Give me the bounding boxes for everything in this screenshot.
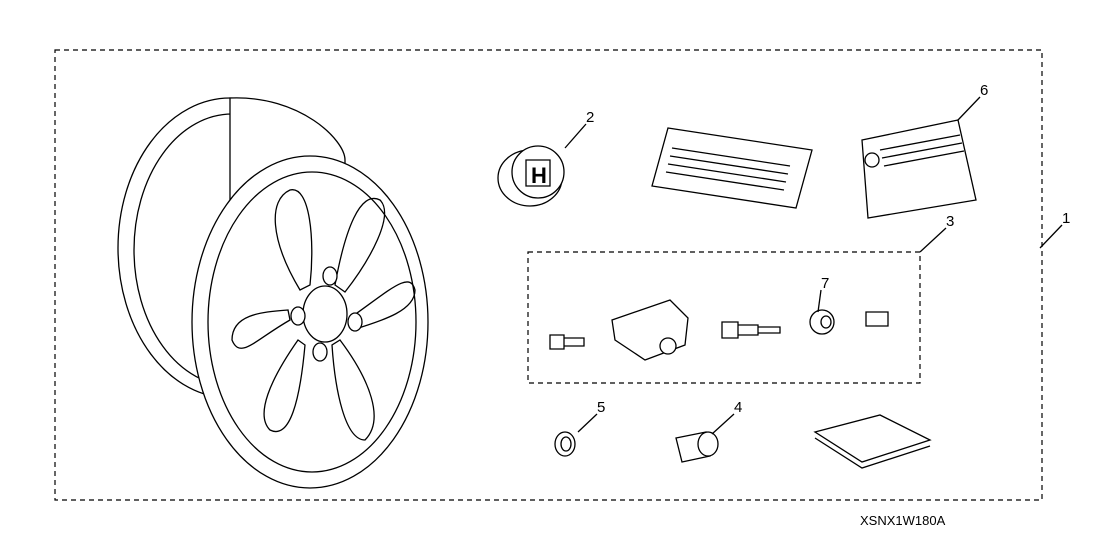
kit-outline-box xyxy=(54,49,1043,501)
center-cap: H xyxy=(497,145,565,207)
washer-ring xyxy=(554,431,576,457)
valve-nut xyxy=(675,431,719,463)
tpms-kit-parts xyxy=(549,299,889,361)
instruction-card xyxy=(861,119,977,219)
callout-2: 2 xyxy=(586,109,594,126)
callout-3: 3 xyxy=(946,213,954,230)
callout-7: 7 xyxy=(821,275,829,292)
callout-1: 1 xyxy=(1062,210,1070,227)
tpms-kit-outline-box xyxy=(527,251,921,384)
callout-4: 4 xyxy=(734,399,742,416)
diagram-code: XSNX1W180A xyxy=(860,513,946,528)
alloy-wheel xyxy=(117,97,429,489)
callout-leaders xyxy=(564,96,1063,435)
callout-6: 6 xyxy=(980,82,988,99)
callout-5: 5 xyxy=(597,399,605,416)
owners-manual-booklet xyxy=(813,414,932,469)
svg-text:H: H xyxy=(531,163,547,188)
label-sheet xyxy=(651,127,813,209)
